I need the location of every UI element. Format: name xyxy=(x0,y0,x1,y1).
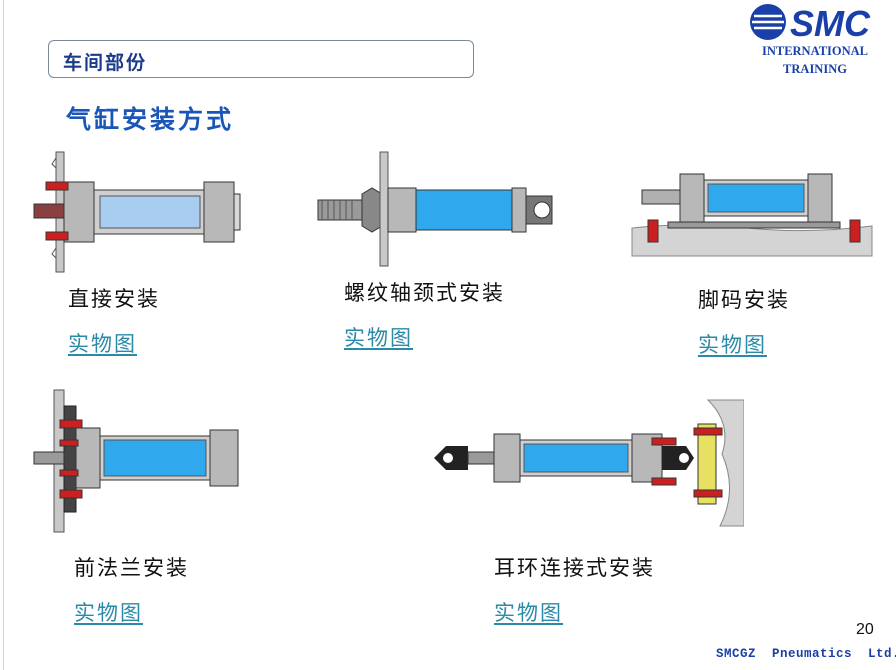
logo-line1: INTERNATIONAL xyxy=(761,44,869,58)
page-number: 20 xyxy=(856,621,874,638)
smc-logo-icon: SMC xyxy=(750,3,871,44)
caption-front-flange: 前法兰安装 xyxy=(74,556,189,580)
link-threaded-trunnion-photo[interactable]: 实物图 xyxy=(344,326,413,350)
direct-mount-cylinder-icon xyxy=(33,151,241,273)
footer-text: SMCGZ Pneumatics Ltd. xyxy=(716,647,896,661)
page-title: 气缸安装方式 xyxy=(66,105,235,134)
threaded-trunnion-cylinder-icon xyxy=(317,151,553,267)
link-direct-mount-photo[interactable]: 实物图 xyxy=(68,332,137,356)
caption-foot-mount: 脚码安装 xyxy=(698,288,790,312)
logo-line2: TRAINING xyxy=(783,62,847,76)
foot-mount-cylinder-icon xyxy=(631,173,873,257)
caption-direct-mount: 直接安装 xyxy=(68,287,160,311)
smc-logo: SMC INTERNATIONAL TRAINING xyxy=(740,2,890,80)
logo-brand: SMC xyxy=(790,3,871,44)
clevis-mount-cylinder-icon xyxy=(434,399,744,527)
link-foot-mount-photo[interactable]: 实物图 xyxy=(698,333,767,357)
caption-clevis-mount: 耳环连接式安装 xyxy=(494,556,655,580)
link-clevis-mount-photo[interactable]: 实物图 xyxy=(494,601,563,625)
left-border-line xyxy=(3,0,4,670)
caption-threaded-trunnion: 螺纹轴颈式安装 xyxy=(344,281,505,305)
link-front-flange-photo[interactable]: 实物图 xyxy=(74,601,143,625)
section-label: 车间部份 xyxy=(63,52,148,74)
front-flange-cylinder-icon xyxy=(33,389,239,533)
section-label-box: 车间部份 xyxy=(48,40,474,78)
